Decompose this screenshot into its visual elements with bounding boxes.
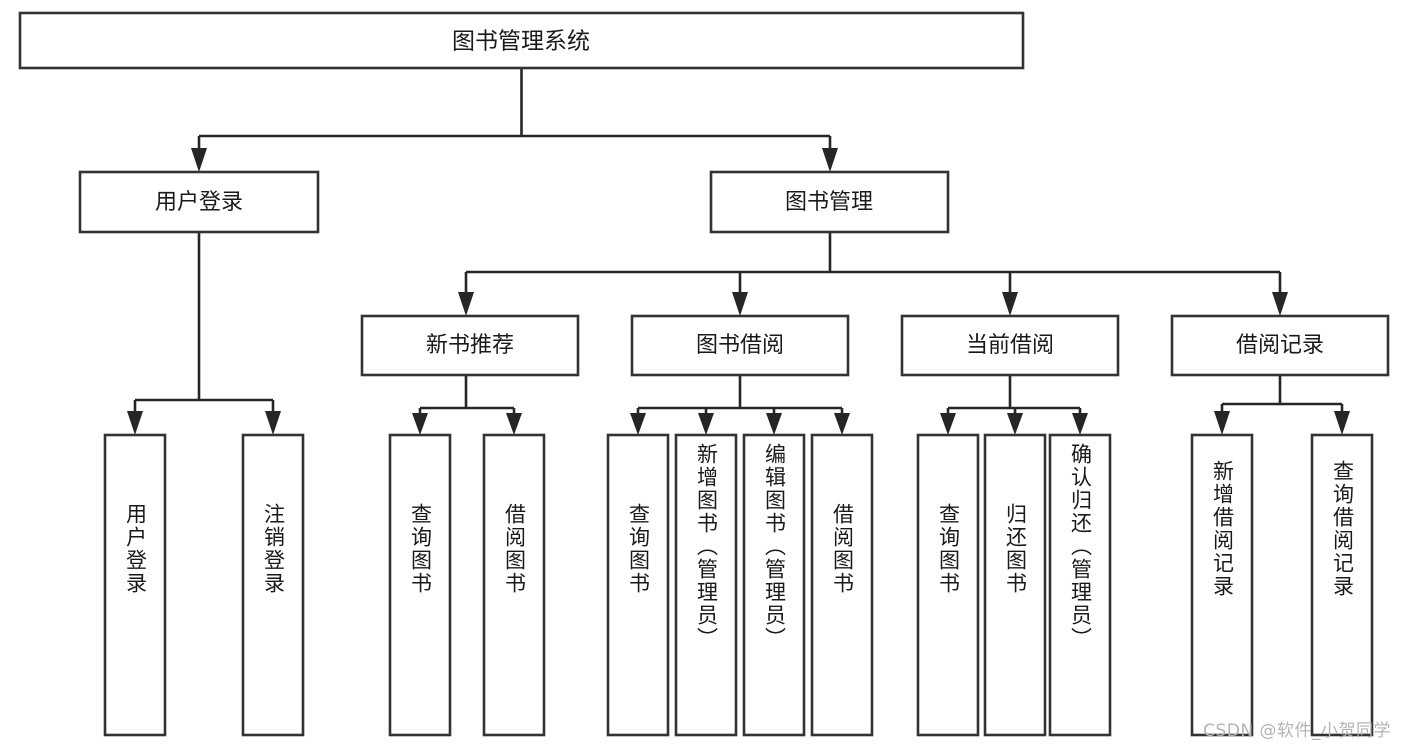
node-book-manage-box[interactable]	[709, 170, 950, 234]
arrow-head-book-manage	[822, 148, 838, 172]
arrow-head-borrow-record	[1272, 292, 1288, 316]
arrow-head-leaf-query-book-1	[412, 413, 428, 435]
arrow-head-leaf-edit-book	[766, 413, 782, 435]
node-root-label: 图书管理系统	[452, 29, 590, 55]
arrow-head-leaf-borrow-book-1	[506, 413, 522, 435]
leaf-box-edit-book[interactable]	[742, 433, 806, 737]
connector-group-current-borrow	[940, 375, 1088, 435]
arrow-head-leaf-add-book	[698, 413, 714, 435]
node-new-book-recommend-box[interactable]	[360, 314, 580, 377]
leaf-box-borrow-book-2[interactable]	[810, 433, 874, 737]
connector-group-root	[191, 68, 838, 172]
leaf-box-query-book-3[interactable]	[916, 433, 980, 737]
node-new-book-recommend[interactable]: 新书推荐	[360, 314, 580, 377]
node-book-borrow[interactable]: 图书借阅	[630, 314, 850, 377]
node-book-borrow-box[interactable]	[630, 314, 850, 377]
arrow-head-leaf-query-book-3	[940, 413, 956, 435]
node-borrow-record[interactable]: 借阅记录	[1170, 314, 1390, 377]
node-root-box[interactable]	[18, 11, 1025, 70]
node-root[interactable]: 图书管理系统	[18, 11, 1025, 70]
node-user-login-label: 用户登录	[155, 190, 243, 215]
connector-group-new-book-recommend	[412, 375, 522, 435]
arrow-head-leaf-user-login	[127, 411, 143, 435]
arrow-head-leaf-logout	[265, 411, 281, 435]
leaf-box-add-record[interactable]	[1190, 433, 1254, 737]
leaf-box-logout[interactable]	[241, 433, 305, 737]
csdn-watermark: CSDN @软件_小贺同学	[1203, 721, 1391, 741]
arrow-head-book-borrow	[732, 292, 748, 316]
node-borrow-record-box[interactable]	[1170, 314, 1390, 377]
arrow-head-leaf-add-record	[1214, 411, 1230, 435]
arrow-head-leaf-borrow-book-2	[834, 413, 850, 435]
arrow-head-leaf-return-book	[1007, 413, 1023, 435]
arrow-head-current-borrow	[1002, 292, 1018, 316]
connector-group-book-borrow	[630, 375, 850, 435]
arrow-head-leaf-query-record	[1334, 411, 1350, 435]
node-current-borrow-box[interactable]	[900, 314, 1120, 377]
connector-group-user-login	[127, 232, 281, 435]
leaf-box-user-login[interactable]	[103, 433, 167, 737]
connector-group-borrow-record	[1214, 375, 1350, 435]
node-borrow-record-label: 借阅记录	[1236, 333, 1324, 358]
node-new-book-recommend-label: 新书推荐	[426, 333, 514, 358]
node-book-manage-label: 图书管理	[785, 190, 873, 215]
leaf-box-query-book-1[interactable]	[388, 433, 452, 737]
node-user-login[interactable]: 用户登录	[78, 170, 320, 234]
leaf-box-query-record[interactable]	[1310, 433, 1374, 737]
node-book-borrow-label: 图书借阅	[696, 333, 784, 358]
arrow-head-new-book-recommend	[458, 292, 474, 316]
leaf-box-borrow-book-1[interactable]	[482, 433, 546, 737]
leaf-box-add-book[interactable]	[674, 433, 738, 737]
arrow-head-leaf-query-book-2	[630, 413, 646, 435]
node-user-login-box[interactable]	[78, 170, 320, 234]
arrow-head-user-login	[191, 148, 207, 172]
leaf-box-confirm-return[interactable]	[1048, 433, 1112, 737]
connector-group-book-manage	[458, 232, 1288, 316]
arrow-head-leaf-confirm-return	[1072, 413, 1088, 435]
node-current-borrow[interactable]: 当前借阅	[900, 314, 1120, 377]
node-current-borrow-label: 当前借阅	[966, 333, 1054, 358]
leaf-box-return-book[interactable]	[983, 433, 1047, 737]
node-book-manage[interactable]: 图书管理	[709, 170, 950, 234]
leaf-box-query-book-2[interactable]	[606, 433, 670, 737]
